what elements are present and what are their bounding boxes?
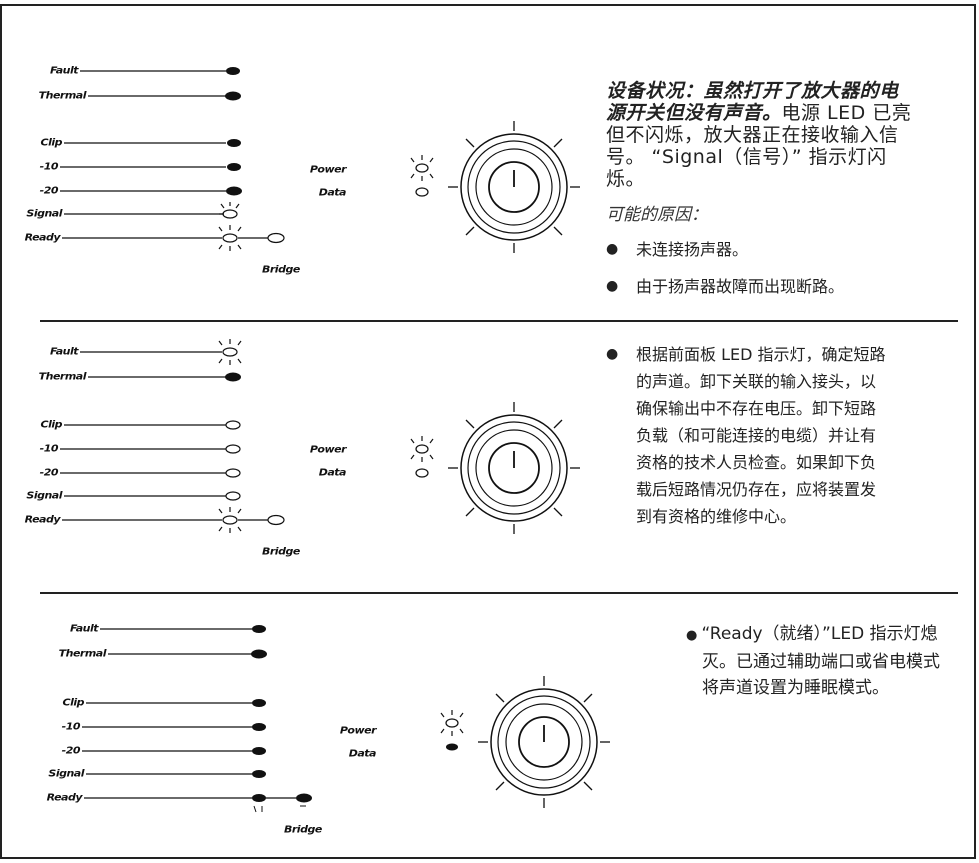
condition-heading-line-5: 烁。 xyxy=(606,168,646,190)
label-minus10: -10 xyxy=(39,442,59,455)
label-thermal: Thermal xyxy=(38,370,87,383)
led-ready xyxy=(218,507,242,533)
label-power: Power xyxy=(309,163,347,176)
label-fault: Fault xyxy=(69,622,99,635)
label-minus20: -20 xyxy=(39,466,59,479)
led-power xyxy=(440,710,464,736)
led-data xyxy=(415,187,429,197)
led-bridge xyxy=(296,793,312,803)
led-signal xyxy=(252,770,266,778)
label-minus20: -20 xyxy=(39,184,59,197)
list-item: ● 未连接扬声器。 xyxy=(606,236,966,264)
led-power xyxy=(410,155,434,181)
label-thermal: Thermal xyxy=(58,647,107,660)
led-bridge xyxy=(267,514,285,526)
led-fault xyxy=(252,625,266,633)
label-minus10: -10 xyxy=(61,720,81,733)
condition-heading-line-2: 源开关但没有声音。电源 LED 已亮 xyxy=(606,102,912,124)
led-minus10 xyxy=(227,163,241,171)
led-clip xyxy=(252,699,266,707)
led-diagram-2 xyxy=(60,339,580,534)
led-data xyxy=(446,743,458,751)
possible-causes-label: 可能的原因： xyxy=(606,205,708,225)
label-signal: Signal xyxy=(26,489,62,502)
bullet-icon: ● xyxy=(606,241,619,257)
led-diagram-3 xyxy=(82,625,610,813)
led-minus10 xyxy=(252,723,266,731)
led-fault xyxy=(226,67,240,75)
led-power xyxy=(410,436,434,462)
led-signal xyxy=(225,491,241,501)
label-ready: Ready xyxy=(24,231,61,244)
power-knob xyxy=(448,121,580,253)
condition-heading-line-1: 设备状况：虽然打开了放大器的电 xyxy=(606,80,899,102)
led-signal xyxy=(219,202,240,219)
label-minus20: -20 xyxy=(61,744,81,757)
led-thermal xyxy=(225,372,241,382)
power-knob xyxy=(478,676,610,808)
led-minus10 xyxy=(225,444,241,454)
led-ready xyxy=(218,225,242,251)
led-minus20 xyxy=(252,747,266,755)
label-data: Data xyxy=(348,747,377,760)
led-diagram-1 xyxy=(60,67,580,253)
led-bridge xyxy=(267,232,285,244)
led-ready xyxy=(252,794,266,802)
led-clip xyxy=(225,420,241,430)
list-item: ● 由于扬声器故障而出现断路。 xyxy=(606,273,966,301)
label-bridge: Bridge xyxy=(284,823,322,836)
power-knob xyxy=(448,402,580,534)
list-item: ● “Ready（就绪）”LED 指示灯熄 灭。已通过辅助端口或省电模式 将声道… xyxy=(686,621,966,701)
led-thermal xyxy=(225,91,241,101)
condition-heading-line-3: 但不闪烁，放大器正在接收输入信 xyxy=(606,124,899,146)
led-fault xyxy=(218,339,242,365)
bullet-icon: ● xyxy=(606,278,619,294)
label-bridge: Bridge xyxy=(262,263,300,276)
bullet-icon: ● xyxy=(606,346,619,362)
led-minus20 xyxy=(225,468,241,478)
label-power: Power xyxy=(309,443,347,456)
label-power: Power xyxy=(339,724,377,737)
label-minus10: -10 xyxy=(39,160,59,173)
bullet-line: ● “Ready（就绪）”LED 指示灯熄 xyxy=(686,624,938,644)
label-fault: Fault xyxy=(49,345,79,358)
label-data: Data xyxy=(318,186,347,199)
label-ready: Ready xyxy=(24,513,61,526)
label-ready: Ready xyxy=(46,791,83,804)
label-signal: Signal xyxy=(26,207,62,220)
label-clip: Clip xyxy=(40,418,63,431)
led-data xyxy=(415,468,429,478)
page-frame xyxy=(0,4,976,859)
label-bridge: Bridge xyxy=(262,545,300,558)
condition-heading-line-4: 号。 “Signal（信号）” 指示灯闪 xyxy=(606,146,887,168)
section-divider-2 xyxy=(40,592,958,594)
led-minus20 xyxy=(226,186,242,196)
label-data: Data xyxy=(318,466,347,479)
label-thermal: Thermal xyxy=(38,89,87,102)
label-signal: Signal xyxy=(48,767,84,780)
bullet-icon: ● xyxy=(686,628,702,643)
label-clip: Clip xyxy=(62,696,85,709)
label-fault: Fault xyxy=(49,64,79,77)
label-clip: Clip xyxy=(40,136,63,149)
list-item: ● 根据前面板 LED 指示灯，确定短路 的声道。卸下关联的输入接头，以 确保输… xyxy=(606,341,966,541)
led-clip xyxy=(227,139,241,147)
led-thermal xyxy=(251,649,267,659)
section-divider-1 xyxy=(40,320,958,322)
